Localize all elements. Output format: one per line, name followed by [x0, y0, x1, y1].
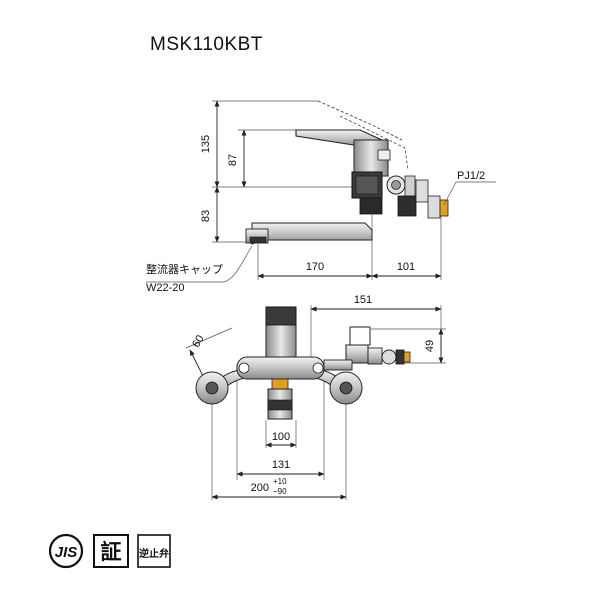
- svg-text:JIS: JIS: [55, 544, 78, 561]
- dim-body-depth: 101: [397, 261, 415, 273]
- model-name: MSK110KBT: [150, 34, 263, 55]
- dim-spout-height: 83: [200, 210, 212, 222]
- label-pipe-thread: PJ1/2: [457, 170, 485, 182]
- pipe-thread-connector: [439, 199, 449, 217]
- spout: [251, 222, 373, 245]
- dim-valve-offset: 49: [424, 340, 436, 352]
- svg-text:証: 証: [101, 540, 122, 564]
- check-valve-mark: 逆止弁: [137, 534, 171, 568]
- dim-depth: 151: [354, 294, 372, 306]
- certified-mark: 証: [93, 534, 129, 568]
- dim-spout-reach: 170: [306, 261, 324, 273]
- dim-total-height: 135: [200, 135, 212, 153]
- front-pipe-connector: [403, 351, 411, 363]
- dim-pitch-plus: +10: [273, 477, 287, 486]
- dim-pitch-main: 200: [251, 482, 269, 494]
- dim-eccentric: 60: [190, 333, 207, 350]
- front-view: 151 49 60 100 131 200 +10 −90: [185, 294, 446, 500]
- label-aerator-line2: W22-20: [146, 282, 185, 294]
- svg-text:逆止弁: 逆止弁: [139, 547, 169, 560]
- certification-marks: JIS 証 逆止弁: [48, 533, 171, 569]
- jis-mark: JIS: [48, 533, 84, 569]
- dim-inner-width: 100: [272, 431, 290, 443]
- label-aerator-line1: 整流器キャップ: [146, 262, 223, 276]
- dim-lever-height: 87: [227, 154, 239, 166]
- side-view: 135 87 83 170 101: [146, 100, 496, 294]
- dim-pitch-minus: −90: [273, 487, 287, 496]
- dim-body-width: 131: [272, 459, 290, 471]
- front-body-bar: [236, 356, 325, 380]
